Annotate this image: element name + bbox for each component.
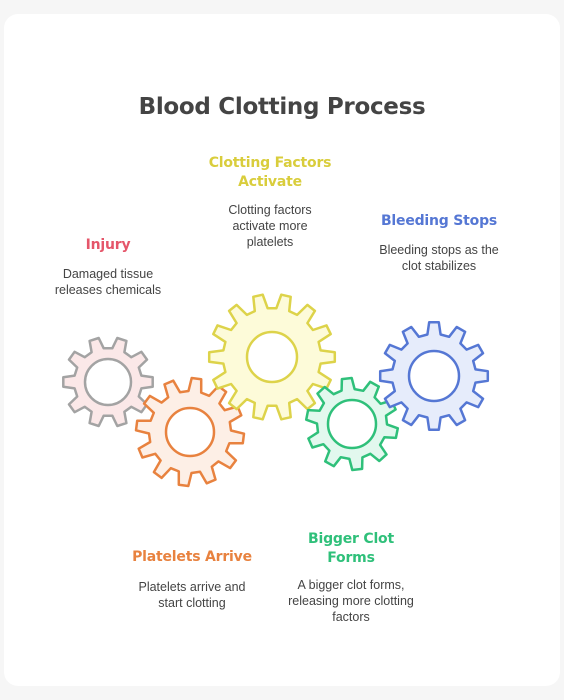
platelets-arrive-gear-icon — [134, 376, 246, 488]
bleeding-stops-gear-icon — [378, 320, 490, 432]
step-label-bigger-clot: Bigger Clot Forms — [308, 531, 394, 566]
step-label-injury: Injury — [85, 237, 131, 253]
diagram-title: Blood Clotting Process — [138, 94, 426, 120]
gear-hub — [245, 330, 299, 384]
step-label-bleeding-stops: Bleeding Stops — [380, 213, 498, 229]
step-desc-platelets-arrive: Platelets arrive and start clotting — [138, 580, 246, 610]
gear-hub — [326, 398, 378, 450]
gear-hub — [164, 406, 216, 458]
step-desc-clotting-factors: Clotting factors activate more platelets — [228, 203, 312, 249]
gear-hub — [407, 349, 461, 403]
gear-hub — [83, 357, 133, 407]
step-desc-bigger-clot: A bigger clot forms, releasing more clot… — [288, 578, 414, 624]
step-desc-bleeding-stops: Bleeding stops as the clot stabilizes — [379, 243, 499, 273]
injury-gear-icon — [62, 336, 154, 428]
clotting-factors-gear-icon — [207, 293, 337, 421]
step-label-platelets-arrive: Platelets Arrive — [132, 549, 252, 565]
bigger-clot-gear-icon — [304, 376, 400, 472]
step-desc-injury: Damaged tissue releases chemicals — [54, 267, 162, 297]
step-label-clotting-factors: Clotting Factors Activate — [208, 155, 332, 190]
